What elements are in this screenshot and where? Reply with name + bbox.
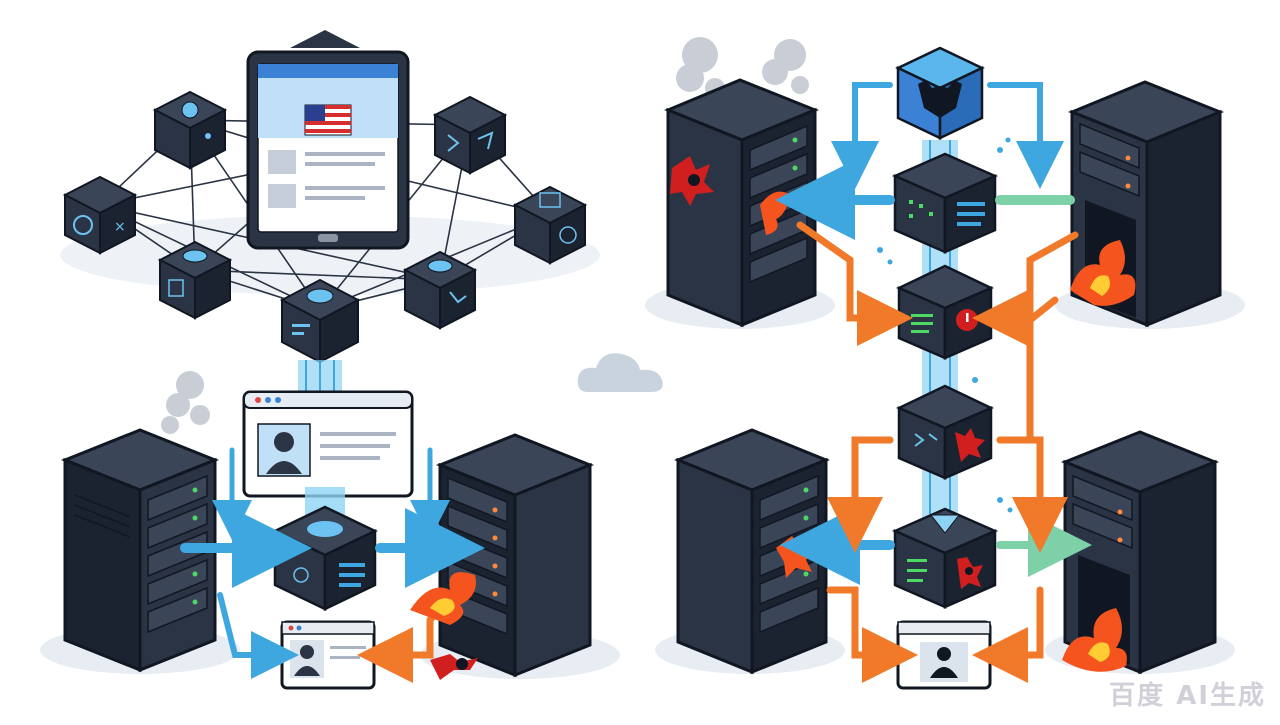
pipeline-cube-2: [895, 264, 995, 360]
server-rack-left: [60, 428, 220, 673]
network-node-cube: [402, 250, 478, 330]
cloud-icon: [577, 353, 663, 392]
profile-window-small: [280, 620, 376, 690]
server-rack-damaged: [664, 78, 819, 328]
right-data-flow-arrows: [775, 82, 1092, 683]
user-avatar-icon: [290, 640, 324, 678]
wolf-icon: [918, 80, 962, 118]
flag-icon: [304, 104, 352, 136]
server-rack-right: [435, 433, 595, 678]
network-node-cube: [432, 95, 508, 175]
pipeline-cube-4: [891, 507, 999, 609]
network-node-cube: [512, 185, 588, 265]
pipeline-cube-1: [891, 152, 999, 254]
bottom-left-exchange-group: [40, 371, 620, 690]
network-node-cube: [157, 240, 233, 320]
crack-icon: [670, 156, 714, 206]
processing-cube: [272, 487, 378, 611]
droplets: [877, 137, 1013, 513]
device-network-group: ×: [60, 30, 600, 394]
crack-icon: [957, 557, 983, 589]
profile-window-large: [242, 390, 414, 498]
network-node-cube: ×: [62, 175, 138, 255]
warning-icon: [956, 309, 978, 331]
smoke-icon: [676, 37, 809, 98]
data-flow-arrows: [180, 447, 485, 683]
server-rack-burning: [1068, 80, 1224, 328]
fire-icon: [1070, 240, 1136, 306]
crack-icon: [430, 654, 478, 680]
network-node-cube: [152, 90, 228, 170]
user-avatar-icon: [257, 423, 311, 477]
malware-cube: [895, 46, 985, 140]
right-attack-flow-group: [645, 37, 1245, 690]
server-rack-lower-left: [674, 428, 830, 675]
svg-text:×: ×: [114, 219, 126, 235]
watermark-text: 百度 AI生成: [1109, 681, 1266, 711]
network-node-cube: [279, 278, 361, 364]
tablet-device: [246, 30, 410, 250]
server-rack-lower-right: [1060, 430, 1220, 675]
smoke-icon: [161, 371, 210, 434]
user-avatar-icon: [920, 642, 968, 682]
profile-window-bottom: [896, 620, 992, 690]
fire-icon: [410, 572, 476, 625]
data-beam: [298, 360, 342, 394]
crack-icon: [955, 428, 985, 462]
fire-icon: [1062, 608, 1127, 672]
pipeline-cube-3: [895, 384, 995, 480]
